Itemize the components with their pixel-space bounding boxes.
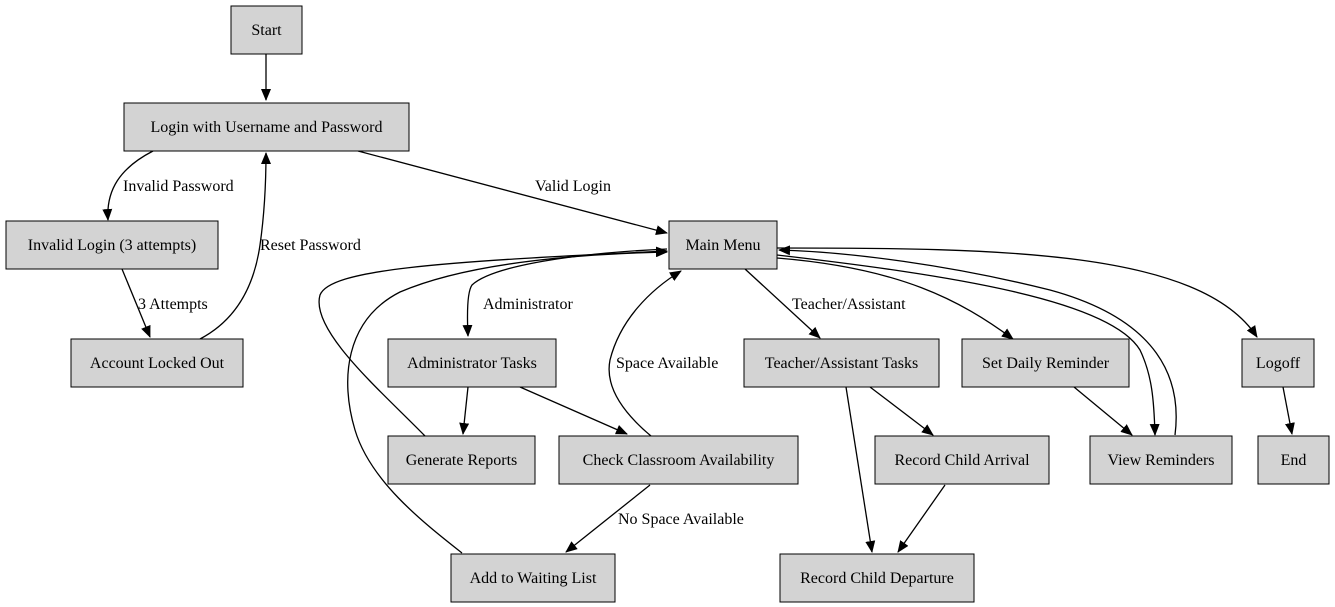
edge-record-arrival-to-record-departure — [897, 484, 946, 553]
edge-logoff-to-end — [1282, 386, 1295, 435]
edge-main-menu-to-set-reminder — [776, 257, 1014, 340]
edge-admin-tasks-to-generate-reports — [459, 386, 470, 435]
edge-login-to-invalid-login — [102, 150, 154, 221]
node-view-reminders: View Reminders — [1089, 435, 1233, 485]
edge-label-three-attempts: 3 Attempts — [138, 296, 208, 313]
node-check-classroom-label: Check Classroom Availability — [583, 452, 775, 469]
edge-invalid-login-to-locked-out — [121, 268, 151, 338]
node-check-classroom: Check Classroom Availability — [558, 435, 799, 485]
node-generate-reports: Generate Reports — [387, 435, 536, 485]
node-start: Start — [230, 5, 303, 55]
edge-set-reminder-to-view-reminders — [1073, 386, 1133, 436]
edge-label-no-space-available: No Space Available — [618, 511, 744, 528]
node-invalid-login-label: Invalid Login (3 attempts) — [28, 237, 196, 254]
node-record-departure: Record Child Departure — [779, 553, 975, 603]
edge-label-valid-login: Valid Login — [535, 178, 611, 195]
node-login: Login with Username and Password — [123, 102, 410, 152]
edge-view-reminders-to-main-menu — [778, 245, 1177, 436]
node-waiting-list: Add to Waiting List — [450, 553, 616, 603]
node-record-departure-label: Record Child Departure — [800, 570, 954, 587]
edge-check-classroom-to-main-menu — [608, 270, 682, 437]
node-record-arrival: Record Child Arrival — [874, 435, 1050, 485]
edge-main-menu-to-teacher-tasks — [744, 268, 821, 339]
node-teacher-tasks: Teacher/Assistant Tasks — [743, 338, 940, 388]
node-view-reminders-label: View Reminders — [1107, 452, 1214, 469]
edge-login-to-main-menu — [357, 150, 668, 236]
edge-main-menu-to-admin-tasks — [462, 248, 668, 337]
node-invalid-login: Invalid Login (3 attempts) — [5, 220, 219, 270]
edge-label-reset-password: Reset Password — [260, 237, 361, 254]
edge-generate-reports-to-main-menu — [318, 246, 668, 437]
node-set-reminder: Set Daily Reminder — [961, 338, 1130, 388]
node-end: End — [1257, 435, 1330, 485]
node-admin-tasks-label: Administrator Tasks — [407, 355, 537, 372]
edge-waiting-list-to-main-menu — [347, 247, 668, 554]
edge-label-administrator: Administrator — [483, 296, 573, 313]
node-end-label: End — [1281, 452, 1307, 469]
node-locked-out: Account Locked Out — [70, 338, 244, 388]
node-main-menu-label: Main Menu — [685, 237, 760, 254]
edge-label-invalid-password: Invalid Password — [123, 178, 234, 195]
edge-teacher-tasks-to-record-arrival — [869, 386, 934, 436]
node-generate-reports-label: Generate Reports — [406, 452, 518, 469]
node-login-label: Login with Username and Password — [151, 119, 383, 136]
node-start-label: Start — [251, 22, 282, 39]
edge-label-space-available: Space Available — [616, 355, 718, 372]
node-teacher-tasks-label: Teacher/Assistant Tasks — [765, 355, 918, 372]
edge-label-teacher-assistant: Teacher/Assistant — [792, 296, 906, 313]
node-logoff: Logoff — [1241, 338, 1315, 388]
node-record-arrival-label: Record Child Arrival — [894, 452, 1030, 469]
node-locked-out-label: Account Locked Out — [90, 355, 225, 372]
edge-locked-out-to-login — [199, 152, 271, 340]
edge-check-classroom-to-waiting-list — [565, 484, 651, 553]
edge-main-menu-to-logoff — [776, 247, 1258, 338]
edge-main-menu-to-view-reminders — [776, 254, 1160, 436]
node-set-reminder-label: Set Daily Reminder — [982, 355, 1110, 372]
edge-admin-tasks-to-check-classroom — [519, 386, 628, 435]
node-admin-tasks: Administrator Tasks — [387, 338, 557, 388]
node-waiting-list-label: Add to Waiting List — [470, 570, 597, 587]
node-main-menu: Main Menu — [668, 220, 778, 270]
node-logoff-label: Logoff — [1256, 355, 1301, 372]
edge-teacher-tasks-to-record-departure — [845, 386, 876, 553]
